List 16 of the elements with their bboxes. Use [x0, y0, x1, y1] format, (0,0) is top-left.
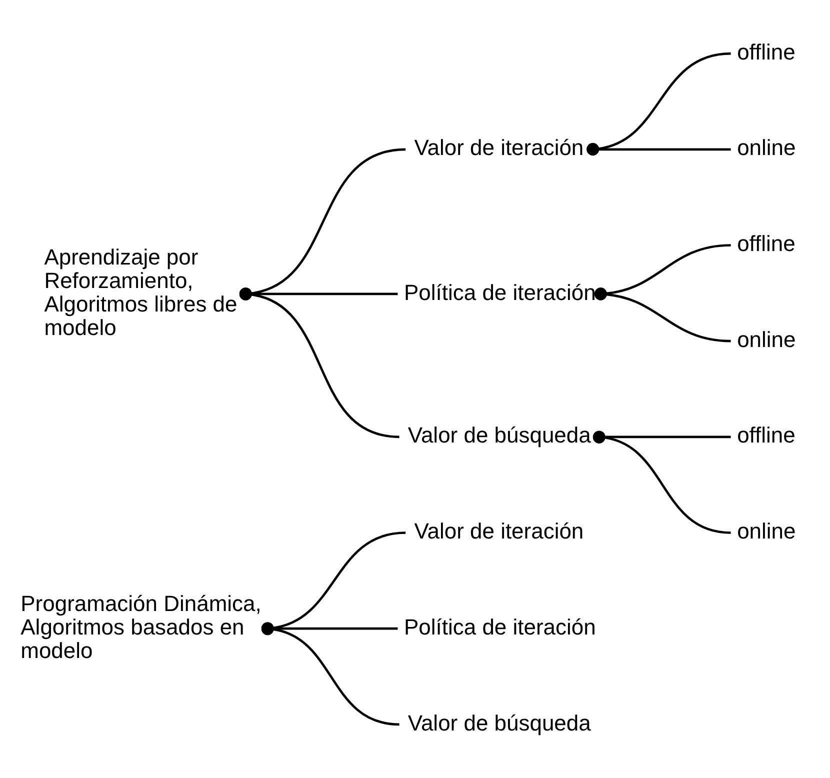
- node-text: Aprendizaje por Reforzamiento, Algoritmos libres de modelo: [44, 244, 238, 340]
- node-text: offline: [737, 231, 796, 256]
- node-text: Valor de iteración: [414, 135, 584, 160]
- node-text: online: [737, 518, 796, 544]
- node-text: offline: [737, 39, 796, 64]
- node-text: offline: [737, 422, 796, 448]
- node-text: Política de iteración: [404, 614, 596, 640]
- node-text: Valor de iteración: [414, 518, 584, 544]
- connector: [592, 431, 731, 534]
- node-text: Valor de búsqueda: [408, 710, 591, 736]
- node-text: Programación Dinámica, Algoritmos basados en modelo: [20, 590, 262, 663]
- connector: [592, 430, 731, 444]
- node-text: Valor de búsqueda: [408, 422, 591, 448]
- node-text: Política de iteración: [404, 280, 596, 305]
- node-text: online: [737, 326, 796, 352]
- node-text: online: [737, 135, 796, 160]
